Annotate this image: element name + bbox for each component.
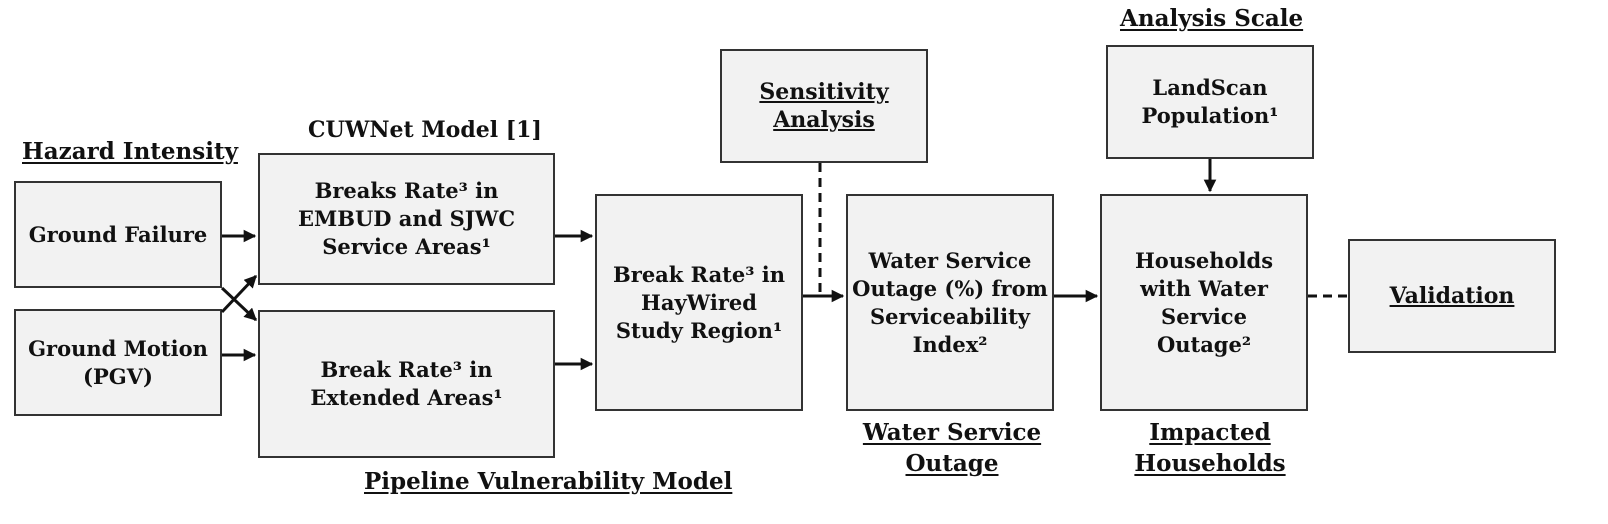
- arrow-cross-to-embud: [220, 274, 258, 314]
- box-ground-failure: Ground Failure: [14, 181, 222, 288]
- label-analysis-scale: Analysis Scale: [1120, 5, 1304, 32]
- box-break-rate-extended: Break Rate³ in Extended Areas¹: [258, 310, 555, 458]
- box-households-outage: Households with Water Service Outage²: [1100, 194, 1308, 411]
- label-hazard-intensity: Hazard Intensity: [22, 138, 238, 165]
- box-ground-motion: Ground Motion (PGV): [14, 309, 222, 416]
- label-impacted-households: Impacted Households: [1134, 419, 1286, 477]
- label-water-service-outage: Water Service Outage: [862, 419, 1042, 477]
- label-cuwnet-model: CUWNet Model [1]: [308, 117, 542, 143]
- label-pipeline-vulnerability-model: Pipeline Vulnerability Model: [364, 468, 733, 495]
- arrow-cross-to-extended: [220, 286, 258, 322]
- box-breaks-rate-embud-sjwc: Breaks Rate³ in EMBUD and SJWC Service A…: [258, 153, 555, 285]
- box-validation: Validation: [1348, 239, 1556, 353]
- box-landscan-population: LandScan Population¹: [1106, 45, 1314, 159]
- box-water-service-outage-index: Water Service Outage (%) from Serviceabi…: [846, 194, 1054, 411]
- box-sensitivity-analysis: Sensitivity Analysis: [720, 49, 928, 163]
- box-break-rate-haywired: Break Rate³ in HayWired Study Region¹: [595, 194, 803, 411]
